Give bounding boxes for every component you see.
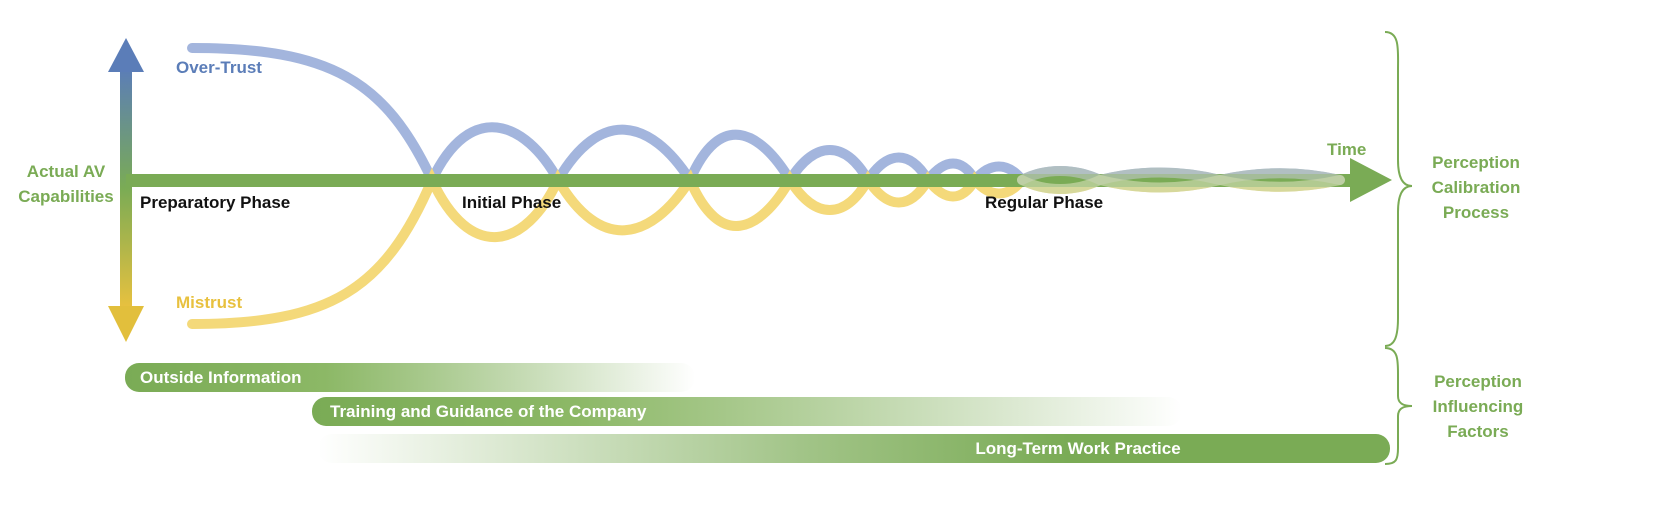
y-axis-label-line-2: Capabilities <box>18 187 113 206</box>
influencing-label-line-3: Factors <box>1447 422 1508 441</box>
factor-label-work-practice: Long-Term Work Practice <box>975 439 1180 458</box>
y-axis-label-line-1: Actual AV <box>27 162 106 181</box>
phase-label-initial: Initial Phase <box>462 193 561 212</box>
calibration-label-line-1: Perception <box>1432 153 1520 172</box>
phase-label-regular: Regular Phase <box>985 193 1103 212</box>
mistrust-label: Mistrust <box>176 293 242 312</box>
influencing-label-line-1: Perception <box>1434 372 1522 391</box>
vertical-axis-arrow <box>108 38 144 342</box>
factor-bar-training <box>312 397 1182 426</box>
calibration-brace <box>1384 31 1413 347</box>
calibration-label-line-3: Process <box>1443 203 1509 222</box>
factor-bar-work-practice <box>318 434 1390 463</box>
influencing-label-line-2: Influencing <box>1433 397 1524 416</box>
influencing-brace <box>1384 347 1413 465</box>
factor-label-training: Training and Guidance of the Company <box>330 402 647 421</box>
time-label: Time <box>1327 140 1366 159</box>
calibration-label-line-2: Calibration <box>1432 178 1521 197</box>
over-trust-curve <box>187 43 1345 192</box>
mistrust-curve <box>187 167 1345 329</box>
over-trust-label: Over-Trust <box>176 58 262 77</box>
factor-label-outside-information: Outside Information <box>140 368 302 387</box>
factor-bar-outside-information <box>125 363 695 392</box>
phase-label-preparatory: Preparatory Phase <box>140 193 290 212</box>
